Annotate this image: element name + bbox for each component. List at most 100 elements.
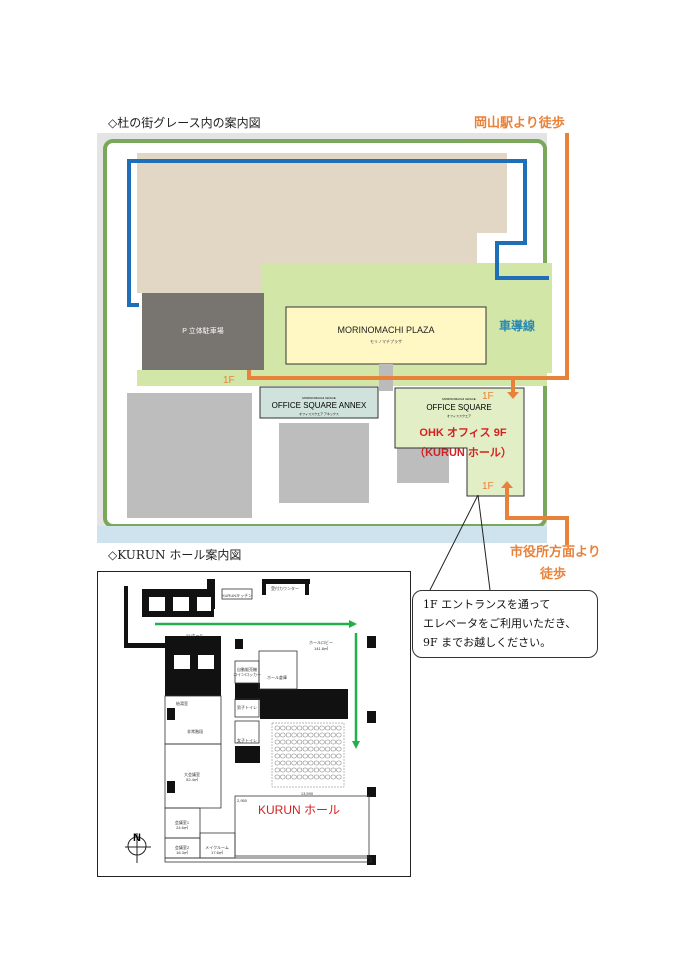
room-label: 大会議室 [184,771,200,777]
kurun-label: （KURUN ホール） [414,446,512,459]
arrow-icon [352,741,360,749]
seat [291,746,297,752]
arrow-icon [349,620,357,628]
seat [280,774,286,780]
seat [325,739,331,745]
seat [336,760,342,766]
north-arrow-icon: N [125,832,151,863]
seat [330,732,336,738]
annex-small: MORINOMACHI GRACE [302,396,336,400]
callout-pointer [429,495,491,591]
room-label: 男子トイレ [237,704,257,710]
seat [297,746,303,752]
seat [285,746,291,752]
seat [319,753,325,759]
dimension-label: 13,590 [301,791,314,796]
room-label: メイクルーム [205,844,229,850]
seat [280,746,286,752]
seat [319,739,325,745]
square-small: MORINOMACHI GRACE [442,397,476,401]
section-title-hall: ◇KURUN ホール案内図 [108,548,242,562]
seat [274,725,280,731]
seat [285,774,291,780]
seat [280,739,286,745]
seat [280,760,286,766]
car-route-line [127,159,549,280]
room-label: ホール倉庫 [267,674,287,680]
seat [302,725,308,731]
seat [336,753,342,759]
room-label: 自動販売機 [237,666,257,672]
seat [319,746,325,752]
floor-plan-frame [97,571,411,877]
seat [274,732,280,738]
annex-building [259,386,379,419]
seat [319,774,325,780]
room-label: 非常階段 [187,728,203,734]
seat [313,753,319,759]
seat [313,725,319,731]
room-label: 受付カウンター [271,585,299,591]
seat [274,767,280,773]
seat [280,732,286,738]
seat [285,767,291,773]
section-title-map: ◇杜の街グレース内の案内図 [108,116,261,130]
seat [285,739,291,745]
seat [336,739,342,745]
seat [308,753,314,759]
seat [325,732,331,738]
seat [308,774,314,780]
seat [313,746,319,752]
office-square-building [394,387,525,497]
room-label: 16.3㎡ [176,849,188,855]
seat [302,753,308,759]
seat [280,725,286,731]
seat [319,732,325,738]
room-label: 52.4㎡ [186,776,198,782]
seat [280,753,286,759]
seat [336,767,342,773]
room-label: 女子トイレ [237,737,257,743]
seat [297,767,303,773]
seat [285,725,291,731]
site-map: P 立体駐車場 MORINOMACHI PLAZA モリノマチプラザ 車導線 G… [97,133,569,545]
plaza-kana: モリノマチプラザ [370,338,402,344]
seat [336,732,342,738]
floor-1f-label: 1F [482,391,494,402]
seat [274,739,280,745]
seat [297,739,303,745]
seat [297,774,303,780]
seat [302,760,308,766]
seat [302,774,308,780]
river [97,526,547,543]
seat [285,753,291,759]
ohk-label: OHK オフィス 9F [419,426,506,439]
seat [291,760,297,766]
arrow-icon [501,481,513,488]
car-route-line [127,225,139,307]
square-label: OFFICE SQUARE [426,403,491,412]
seat [313,774,319,780]
seat [308,725,314,731]
seat [336,725,342,731]
seat [291,774,297,780]
seat [297,725,303,731]
kurun-hall-label: KURUN ホール [258,803,340,817]
seat [308,760,314,766]
room-label: 会議室1 [175,819,190,825]
seat [291,739,297,745]
annex-kana: オフィススクエア アネックス [299,411,339,416]
seat [330,767,336,773]
seat [274,746,280,752]
seat [325,725,331,731]
seat [319,760,325,766]
seat [274,753,280,759]
annex-label: OFFICE SQUARE ANNEX [272,401,367,410]
seat [302,767,308,773]
car-route-label: 車導線 [499,318,535,333]
room-label: ホールロビー [309,639,333,645]
room-label: コインロッカー [233,672,261,677]
callout-line: エレベータをご利用いただき、 [423,617,577,630]
floor-plan: KURUNキッチン 受付カウンター EVホール ホールロビー 141.8㎡ ホー… [97,571,411,877]
seat [285,760,291,766]
